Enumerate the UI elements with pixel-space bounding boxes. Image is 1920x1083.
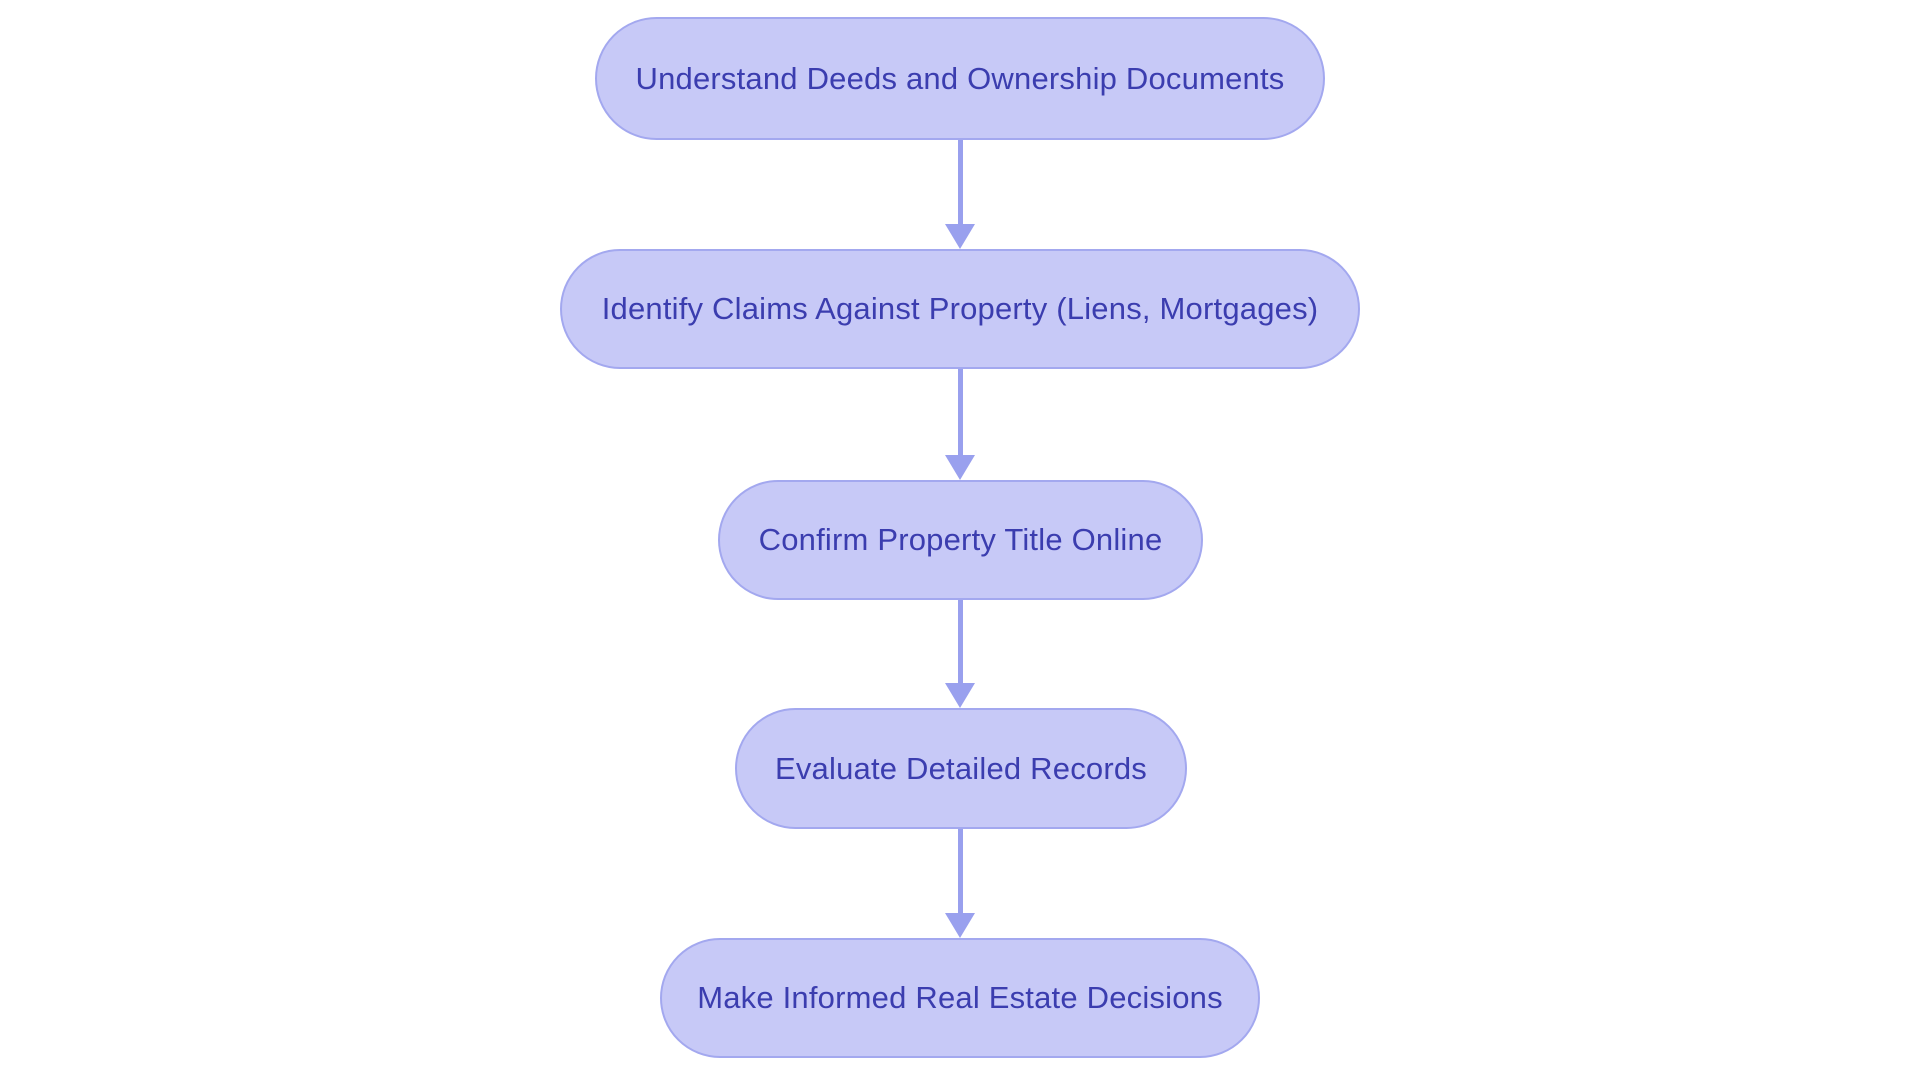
flow-node-label: Evaluate Detailed Records <box>774 750 1148 786</box>
arrow-head-icon <box>945 683 975 708</box>
arrow-head-icon <box>945 224 975 249</box>
flow-arrow-2 <box>945 369 975 480</box>
flow-node-evaluate-records: Evaluate Detailed Records <box>735 708 1187 829</box>
flow-node-label: Confirm Property Title Online <box>758 522 1163 557</box>
flow-node-label: Make Informed Real Estate Decisions <box>697 980 1223 1015</box>
flow-node-informed-decisions: Make Informed Real Estate Decisions <box>660 938 1260 1058</box>
arrow-line <box>957 829 963 913</box>
flow-arrow-3 <box>945 600 975 708</box>
flow-node-identify-claims: Identify Claims Against Property (Liens,… <box>560 249 1360 369</box>
arrow-line <box>957 140 963 224</box>
arrow-line <box>957 600 963 683</box>
flow-node-label: Understand Deeds and Ownership Documents <box>635 60 1285 96</box>
flow-arrow-4 <box>945 829 975 938</box>
flow-node-confirm-title: Confirm Property Title Online <box>718 480 1203 600</box>
arrow-head-icon <box>945 455 975 480</box>
arrow-head-icon <box>945 913 975 938</box>
flow-node-label: Identify Claims Against Property (Liens,… <box>601 291 1319 326</box>
flow-arrow-1 <box>945 140 975 249</box>
flow-node-understand-deeds: Understand Deeds and Ownership Documents <box>595 17 1325 140</box>
arrow-line <box>957 369 963 455</box>
